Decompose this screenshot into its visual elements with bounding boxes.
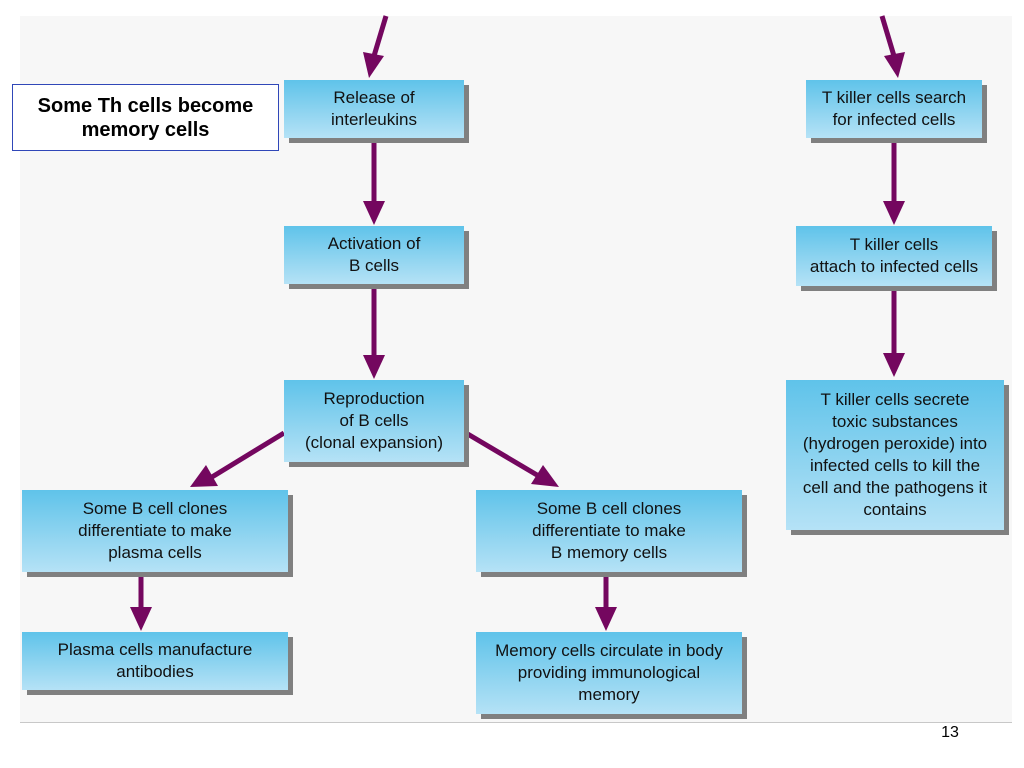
page-number: 13 xyxy=(941,724,959,741)
arrow-release-to-activation xyxy=(363,140,385,225)
arrow-memory-clones-to-circulate xyxy=(595,577,617,631)
tkiller-search-box: T killer cells search for infected cells xyxy=(806,80,982,138)
memory-circulate-box: Memory cells circulate in body providing… xyxy=(476,632,742,714)
tkiller-secrete-box: T killer cells secrete toxic substances … xyxy=(786,380,1004,530)
tkiller-attach-box: T killer cells attach to infected cells xyxy=(796,226,992,286)
arrow-into-release xyxy=(363,15,389,78)
plasma-clones-box: Some B cell clones differentiate to make… xyxy=(22,490,288,572)
arrow-plasma-clones-to-antibodies xyxy=(130,574,152,631)
reproduction-b-cells-box: Reproduction of B cells (clonal expansio… xyxy=(284,380,464,462)
arrow-reproduction-to-plasma-clones xyxy=(190,430,286,487)
arrow-reproduction-to-memory-clones xyxy=(464,430,559,487)
memory-clones-box: Some B cell clones differentiate to make… xyxy=(476,490,742,572)
release-interleukins-box: Release of interleukins xyxy=(284,80,464,138)
footer-divider xyxy=(20,722,1012,723)
th-memory-note: Some Th cells become memory cells xyxy=(12,84,279,151)
arrow-attach-to-secrete xyxy=(883,288,905,377)
arrow-into-tkiller-search xyxy=(879,15,905,78)
plasma-antibodies-box: Plasma cells manufacture antibodies xyxy=(22,632,288,690)
activation-b-cells-box: Activation of B cells xyxy=(284,226,464,284)
arrow-activation-to-reproduction xyxy=(363,285,385,379)
arrow-search-to-attach xyxy=(883,140,905,225)
